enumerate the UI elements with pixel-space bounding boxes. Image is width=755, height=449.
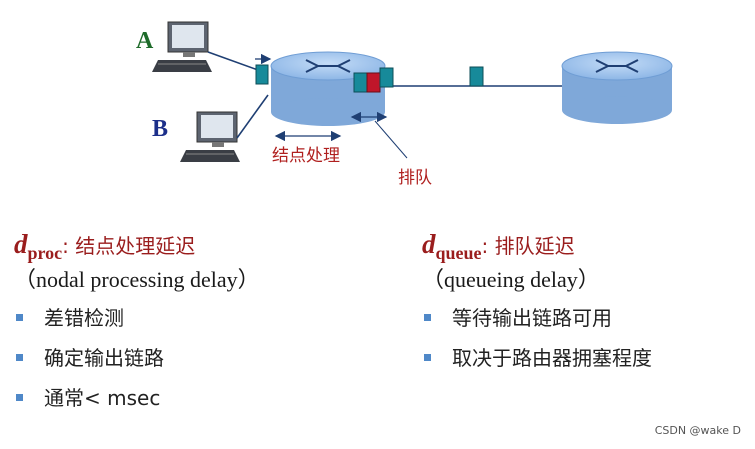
bullet-text: 差错检测 [44, 306, 124, 330]
router-2-icon [561, 51, 673, 124]
queue-title: : 排队延迟 [481, 234, 575, 258]
watermark: CSDN @wake D [654, 424, 741, 437]
queue-subscript: queue [435, 243, 482, 263]
list-item: 等待输出链路可用 [422, 298, 652, 338]
list-item: 取决于路由器拥塞程度 [422, 338, 652, 378]
proc-delay-section: dproc: 结点处理延迟 （nodal processing delay） 差… [14, 226, 260, 418]
proc-symbol: d [14, 229, 28, 259]
network-diagram-svg [152, 21, 673, 162]
proc-bullet-list: 差错检测 确定输出链路 通常< msec [14, 298, 260, 418]
incoming-packet [255, 64, 269, 85]
host-a-label: A [136, 28, 154, 54]
queue-symbol: d [422, 229, 436, 259]
queue-english: （queueing delay） [422, 267, 600, 292]
queue-delay-section: dqueue: 排队延迟 （queueing delay） 等待输出链路可用 取… [422, 226, 652, 378]
queue-bullet-list: 等待输出链路可用 取决于路由器拥塞程度 [422, 298, 652, 378]
bullet-square-icon [424, 354, 431, 361]
bullet-text: 等待输出链路可用 [452, 306, 612, 330]
bullet-square-icon [16, 394, 23, 401]
queue-delay-heading: dqueue: 排队延迟 [422, 226, 652, 263]
host-b-label: B [152, 116, 169, 142]
queue-pointer-line [374, 120, 408, 159]
proc-title: : 结点处理延迟 [62, 234, 196, 258]
queue-packet-2 [379, 67, 394, 88]
link-a [207, 51, 259, 71]
list-item: 差错检测 [14, 298, 260, 338]
bullet-text: 通常< msec [44, 386, 161, 410]
queueing-label: 排队 [398, 168, 432, 188]
bullet-square-icon [424, 314, 431, 321]
bullet-text: 确定输出链路 [44, 346, 164, 370]
computer-a-icon [152, 21, 212, 72]
proc-delay-heading: dproc: 结点处理延迟 [14, 226, 260, 263]
bullet-square-icon [16, 314, 23, 321]
transit-packet [469, 66, 484, 87]
bullet-text: 取决于路由器拥塞程度 [452, 346, 652, 370]
link-b [236, 94, 269, 139]
list-item: 通常< msec [14, 378, 260, 418]
network-diagram: A B 结点处理 排队 [0, 0, 755, 210]
nodal-processing-label: 结点处理 [272, 146, 340, 166]
proc-english: （nodal processing delay） [14, 267, 260, 292]
computer-b-icon [180, 111, 240, 162]
queue-packet-red [366, 72, 381, 93]
list-item: 确定输出链路 [14, 338, 260, 378]
bullet-square-icon [16, 354, 23, 361]
proc-subscript: proc [27, 243, 63, 263]
queue-packet-1 [353, 72, 368, 93]
